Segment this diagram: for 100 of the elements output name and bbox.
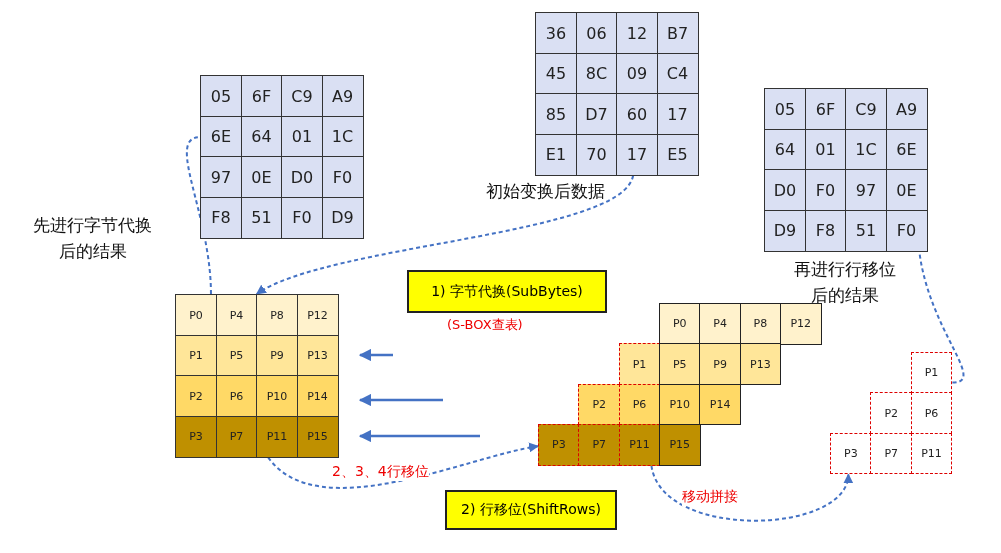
table-cell: D9 (764, 209, 806, 252)
dotted-arrow (267, 442, 539, 489)
table-cell: 17 (656, 93, 699, 135)
table-cell: P9 (699, 343, 741, 386)
table-cell: 1C (321, 115, 364, 158)
table-cell: P12 (779, 303, 822, 345)
table-cell: C9 (845, 88, 887, 130)
table-cell: C9 (281, 75, 323, 117)
table-cell: 6F (804, 88, 847, 130)
table-cell: F8 (200, 196, 242, 239)
table-cell: P9 (256, 334, 298, 377)
table-cell: D9 (321, 196, 364, 239)
table-cell: 05 (200, 75, 242, 117)
table-cell: P1 (175, 334, 217, 377)
table-cell: 05 (764, 88, 806, 130)
table-cell: D0 (281, 156, 323, 198)
table-cell: 64 (764, 128, 806, 171)
table-cell: E5 (656, 133, 699, 176)
table-cell: P3 (830, 432, 872, 475)
table-cell: 09 (616, 52, 658, 95)
table-cell: P7 (578, 423, 621, 466)
appended-cells (830, 352, 953, 475)
table-cell: 8C (575, 52, 618, 95)
table-cell: 6E (885, 128, 928, 171)
table-cell: P2 (578, 383, 621, 426)
table-cell: P8 (739, 303, 782, 345)
table-cell: 12 (616, 12, 658, 54)
edge-label: 2、3、4行移位 (332, 463, 429, 481)
process-box: 1) 字节代换(SubBytes) (407, 270, 607, 313)
table-cell: 64 (240, 115, 283, 158)
node-label: 初始变换后数据 (484, 180, 606, 203)
table-cell: P3 (175, 415, 217, 458)
table-cell: 97 (845, 169, 887, 211)
table-cell: D0 (764, 169, 806, 211)
table-cell: P4 (699, 303, 741, 345)
table-cell: 1C (845, 128, 887, 171)
table-cell: F0 (281, 196, 323, 239)
table-cell: P5 (658, 343, 701, 386)
table-cell: D7 (575, 93, 618, 135)
table-cell: P0 (175, 294, 217, 336)
table-cell: F8 (804, 209, 847, 252)
table-cell: P13 (296, 334, 339, 377)
table-cell: 01 (804, 128, 847, 171)
byte-grid (200, 75, 364, 239)
table-cell: 06 (575, 12, 618, 54)
table-cell: P15 (296, 415, 339, 458)
table-cell: P1 (618, 343, 661, 386)
table-cell: 70 (575, 133, 618, 176)
table-cell: P2 (870, 392, 913, 435)
table-cell: P1 (910, 352, 953, 394)
table-cell: 0E (240, 156, 283, 198)
table-cell: P7 (870, 432, 913, 475)
edge-label: 移动拼接 (682, 488, 738, 506)
table-cell: 0E (885, 169, 928, 211)
table-cell: P10 (256, 375, 298, 417)
table-cell: F0 (804, 169, 847, 211)
table-cell: P2 (175, 375, 217, 417)
table-cell: 97 (200, 156, 242, 198)
table-cell: 36 (535, 12, 577, 54)
table-cell: F0 (321, 156, 364, 198)
table-cell: P15 (658, 423, 701, 466)
state-grid (175, 294, 339, 458)
table-cell: P3 (538, 423, 580, 466)
dotted-arrow (650, 464, 851, 522)
table-cell: 45 (535, 52, 577, 95)
table-cell: F0 (885, 209, 928, 252)
table-cell: P11 (618, 423, 661, 466)
table-cell: A9 (885, 88, 928, 130)
table-cell: C4 (656, 52, 699, 95)
byte-grid (764, 88, 928, 252)
table-cell: 51 (240, 196, 283, 239)
node-label: 先进行字节代换后的结果 (32, 214, 153, 263)
table-cell: P13 (739, 343, 782, 386)
shifted-state-grid (538, 303, 822, 466)
table-cell: P10 (658, 383, 701, 426)
table-cell: P14 (699, 383, 741, 426)
table-cell: P11 (910, 432, 953, 475)
table-cell: P0 (658, 303, 701, 345)
table-cell: B7 (656, 12, 699, 54)
table-cell: P4 (215, 294, 258, 336)
table-cell: P6 (910, 392, 953, 435)
table-cell: 6E (200, 115, 242, 158)
table-cell: P7 (215, 415, 258, 458)
table-cell: P12 (296, 294, 339, 336)
table-cell: P8 (256, 294, 298, 336)
table-cell: P11 (256, 415, 298, 458)
table-cell: 6F (240, 75, 283, 117)
table-cell: 60 (616, 93, 658, 135)
table-cell: A9 (321, 75, 364, 117)
dotted-arrow (255, 174, 635, 295)
process-box: 2) 行移位(ShiftRows) (445, 490, 617, 530)
table-cell: P14 (296, 375, 339, 417)
table-cell: 01 (281, 115, 323, 158)
byte-grid (535, 12, 699, 176)
node-label: (S-BOX查表) (447, 316, 523, 334)
table-cell: 85 (535, 93, 577, 135)
table-cell: P6 (618, 383, 661, 426)
table-cell: P5 (215, 334, 258, 377)
table-cell: 51 (845, 209, 887, 252)
table-cell: P6 (215, 375, 258, 417)
